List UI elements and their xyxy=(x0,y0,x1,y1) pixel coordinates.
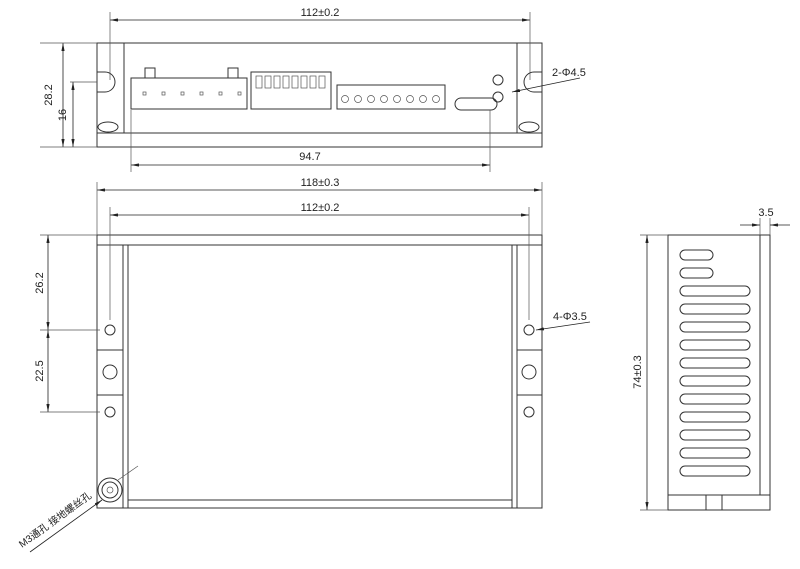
dim-top-width: 112±0.2 xyxy=(301,7,340,19)
side-view: 74±0.3 3.5 xyxy=(632,207,790,511)
usb-c-port xyxy=(454,97,498,111)
dim-connector-span: 94.7 xyxy=(299,151,320,163)
dim-front-hole: 4-Φ3.5 xyxy=(553,311,587,323)
dim-hole-spacing: 112±0.2 xyxy=(301,202,340,214)
front-view: 118±0.3 112±0.2 26.2 22.5 4-Φ3.5 M3通孔 接地… xyxy=(16,177,591,553)
header-pins xyxy=(142,91,242,96)
dim-overall-width: 118±0.3 xyxy=(301,177,340,189)
dim-top-height: 28.2 xyxy=(43,84,55,105)
dim-top-inner-height: 16 xyxy=(57,109,69,121)
dim-top-hole: 2-Φ4.5 xyxy=(552,67,586,79)
dim-flange: 3.5 xyxy=(758,207,773,219)
vent-slots xyxy=(679,249,751,477)
ground-screw xyxy=(97,477,123,503)
ground-hole-note: M3通孔 接地螺丝孔 xyxy=(16,489,94,550)
terminal-block xyxy=(336,84,446,110)
dim-top-offset: 26.2 xyxy=(34,272,46,293)
dip-switch xyxy=(250,71,332,110)
dim-side-height: 74±0.3 xyxy=(632,355,644,389)
top-view: 112±0.2 28.2 16 94.7 2-Φ4.5 xyxy=(40,7,586,172)
dim-hole-pitch: 22.5 xyxy=(34,360,46,381)
